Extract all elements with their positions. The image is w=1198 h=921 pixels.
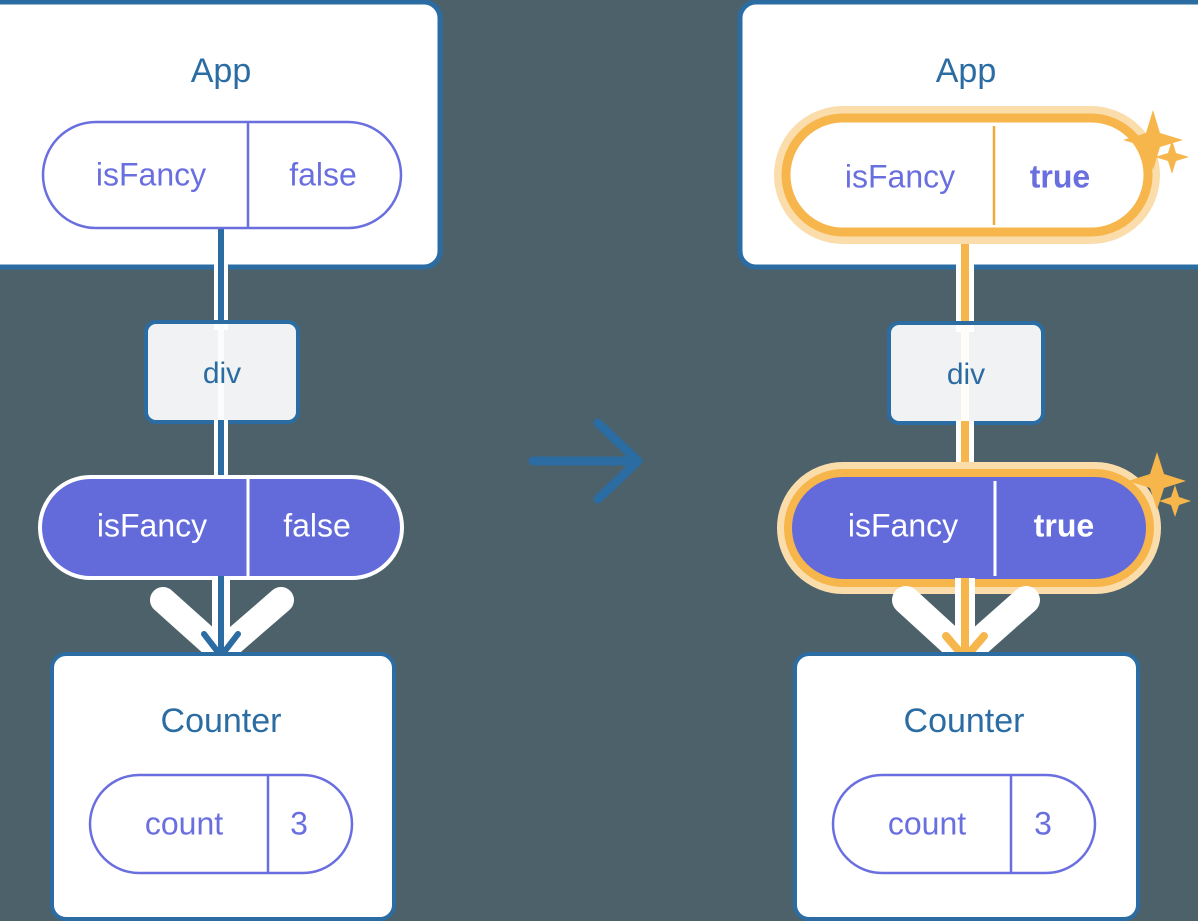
prop-pill-after: isFancy true <box>777 462 1161 594</box>
app-box-title: App <box>936 52 997 90</box>
counter-pill-body <box>831 773 1097 875</box>
arrow-right-icon-head <box>593 418 643 504</box>
panel-after: App isFancy true <box>737 0 1198 921</box>
counter-box-title: Counter <box>904 702 1025 740</box>
div-box-after: div <box>887 321 1045 425</box>
sparkles-prop-after <box>1128 452 1191 517</box>
state-pill-name: isFancy <box>845 158 955 194</box>
prop-pill-value: true <box>1034 507 1094 543</box>
state-pill-highlight-glow <box>774 106 1160 244</box>
counter-pill-value: 3 <box>290 805 308 841</box>
sparkle-icon-large <box>1123 110 1183 170</box>
counter-pill-value: 3 <box>1034 805 1052 841</box>
div-box-label: div <box>947 358 985 391</box>
counter-state-pill-before: count 3 <box>88 773 354 875</box>
counter-state-pill-after: count 3 <box>831 773 1097 875</box>
prop-pill-body <box>784 469 1154 587</box>
div-box-before: div <box>144 320 300 424</box>
counter-pill-name: count <box>888 805 966 841</box>
state-pill-value: true <box>1030 158 1090 194</box>
prop-pill-name: isFancy <box>848 507 958 543</box>
counter-pill-body <box>88 773 354 875</box>
counter-box-title: Counter <box>161 702 282 740</box>
sparkles-app-after <box>1123 110 1189 174</box>
state-pill-name: isFancy <box>96 156 206 192</box>
prop-pill-value: false <box>283 507 351 543</box>
sparkle-icon-large <box>1128 452 1186 510</box>
transition-arrow <box>528 418 643 504</box>
app-box-title: App <box>191 52 252 90</box>
app-state-pill-before: isFancy false <box>41 120 403 230</box>
sparkle-icon-small <box>1155 140 1189 174</box>
counter-pill-name: count <box>145 805 223 841</box>
arrow-pill-to-counter-before <box>150 576 294 665</box>
state-pill-value: false <box>289 156 357 192</box>
state-pill-body <box>41 120 403 230</box>
prop-pill-name: isFancy <box>97 507 207 543</box>
div-box-label: div <box>203 357 241 390</box>
prop-pill-before: isFancy false <box>38 475 404 580</box>
state-pill-highlight-ring <box>781 113 1153 237</box>
sparkle-icon-small <box>1159 485 1191 517</box>
app-state-pill-after: isFancy true <box>774 106 1160 244</box>
panel-before: App isFancy false div <box>0 0 443 921</box>
